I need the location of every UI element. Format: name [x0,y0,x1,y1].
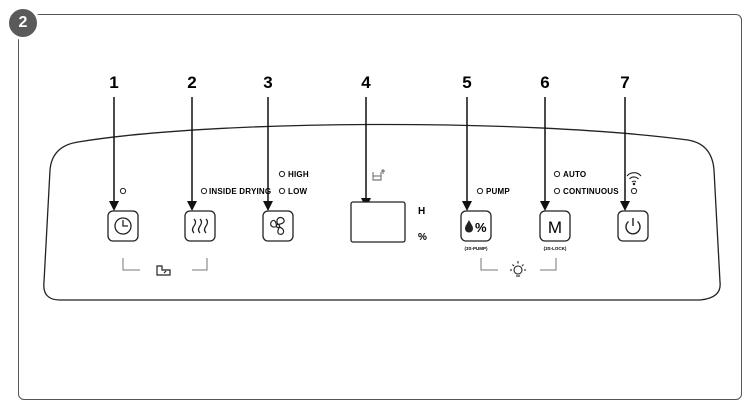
child-lock-icon [156,265,171,276]
pump-button[interactable]: % [460,210,492,242]
high-label: HIGH [288,170,309,179]
high-led [278,170,286,178]
light-bulb-icon [510,261,526,277]
callout-3: 3 [263,73,272,92]
timer-led [119,187,127,195]
callout-6: 6 [540,73,549,92]
auto-led [553,170,561,178]
continuous-led [553,187,561,195]
auto-label: AUTO [563,170,586,179]
fan-icon [270,216,285,235]
fan-speed-button[interactable] [262,210,294,242]
low-label: LOW [288,187,308,196]
inside-drying-button[interactable] [184,210,216,242]
pump-percent-symbol: % [475,220,487,235]
mode-sub-label: (3S-LOCK) [544,246,567,251]
water-tank-icon [372,169,385,181]
humidity-display [350,201,406,243]
wifi-icon [626,172,642,186]
callout-2: 2 [187,73,196,92]
indicator-leds [119,170,638,195]
figure-frame [18,14,742,400]
child-lock-bracket [122,258,208,271]
callout-7: 7 [620,73,629,92]
continuous-label: CONTINUOUS [563,187,619,196]
callout-4: 4 [361,73,371,92]
inside-drying-led [200,187,208,195]
callout-5: 5 [462,73,471,92]
step-badge: 2 [6,6,40,40]
pump-led [476,187,484,195]
callout-1: 1 [109,73,118,92]
m-letter-icon: M [548,218,562,237]
low-led [278,187,286,195]
control-panel-outline [43,123,721,301]
pump-sub-label: (3S-PUMP) [464,246,488,251]
wifi-led [630,187,638,195]
callout-arrows [109,97,630,211]
pump-label: PUMP [486,187,510,196]
light-bracket [480,258,557,271]
power-icon [625,218,641,235]
clock-icon [114,217,132,235]
display-h-label: H [418,206,425,217]
inside-drying-label: INSIDE DRYING [209,187,271,196]
mode-button[interactable]: M [539,210,571,242]
water-drop-percent-icon: % [465,220,487,235]
power-button[interactable] [617,210,649,242]
heat-waves-icon [191,218,209,234]
timer-button[interactable] [107,210,139,242]
display-percent-label: % [418,232,427,243]
